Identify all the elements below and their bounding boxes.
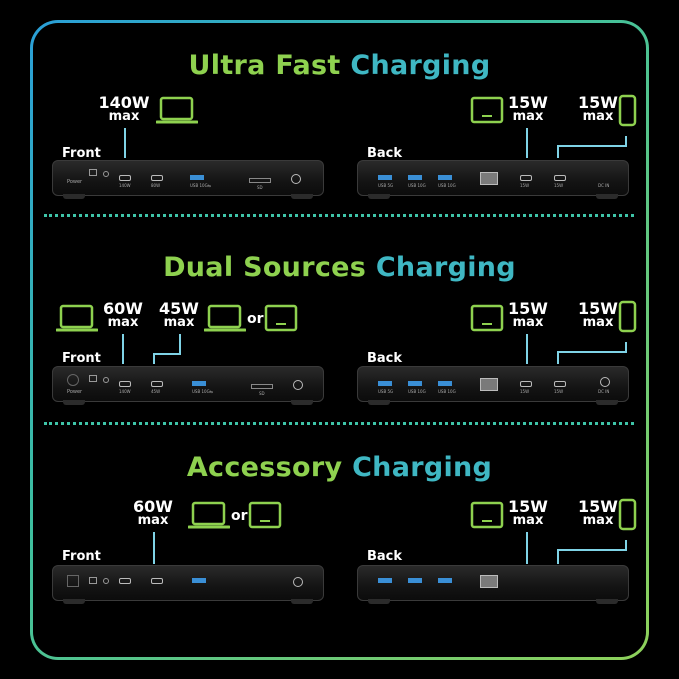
usb-c-port [119,578,131,584]
dock-front: Power 140W 45W USB 10G⇆ SD [52,366,324,405]
ethernet-port [480,575,498,588]
sd-slot [251,384,273,389]
dotted-divider [44,214,634,217]
back-label: Back [367,351,403,366]
power-button [67,374,79,386]
cable-line [557,540,627,564]
tablet-icon [470,501,504,529]
back-label: Back [367,549,403,564]
cable-line [526,128,528,158]
dock-back: USB 5G USB 10G USB 10G 15W 15W DC IN [357,160,629,199]
dc-in-port [600,377,610,387]
dock-back [357,565,629,604]
tablet-icon [264,304,298,332]
usb-a-port [408,381,422,386]
tablet-icon [248,501,282,529]
section-title-dual-sources: Dual Sources Charging [163,252,516,283]
usb-a-port [192,381,206,386]
usb-c-port [119,381,131,387]
dock-front: Power 140W 80W USB 10G⇆ SD [52,160,324,199]
usb-c-port [554,381,566,387]
section-title-accessory: Accessory Charging [186,452,493,483]
front-label: Front [62,146,101,161]
usb-a-port [438,381,452,386]
usb-a-port [378,175,392,180]
cable-line [526,532,528,564]
usb-c-port [520,175,532,181]
cable-line [153,532,155,564]
audio-jack [291,174,301,184]
usb-a-port [192,578,206,583]
thunderbolt-port [151,381,163,387]
dock-back: USB 5G USB 10G USB 10G 15W 15W DC IN [357,366,629,405]
dock-front [52,565,324,604]
audio-jack [293,380,303,390]
cable-line [526,334,528,364]
thunderbolt-port [151,578,163,584]
cable-line [557,342,627,364]
usb-a-port [408,175,422,180]
laptop-icon [56,304,98,332]
usb-c-port [520,381,532,387]
front-label: Front [62,351,101,366]
tablet-icon [470,96,504,124]
thunderbolt-port [151,175,163,181]
or-label: or [231,508,248,524]
laptop-icon [204,304,246,332]
title-bold: Ultra Fast [188,50,341,81]
phone-icon [618,94,637,127]
title-rest: Charging [350,50,491,81]
usb-c-port [119,175,131,181]
section-title-ultra-fast: Ultra Fast Charging [0,50,679,81]
cable-line [124,128,126,158]
usb-a-port [408,578,422,583]
usb-a-port [378,381,392,386]
laptop-icon [188,501,230,529]
usb-a-port [378,578,392,583]
or-label: or [247,311,264,327]
usb-c-port [554,175,566,181]
sd-slot [249,178,271,183]
outer-frame [30,20,649,660]
ethernet-port [480,172,498,185]
cable-line [557,136,627,158]
laptop-icon [156,96,198,124]
usb-a-port [438,578,452,583]
audio-jack [293,577,303,587]
phone-icon [618,498,637,531]
dotted-divider [44,422,634,425]
usb-a-port [190,175,204,180]
cable-line [153,334,181,364]
usb-a-port [438,175,452,180]
cable-line [122,334,124,364]
tablet-icon [470,304,504,332]
phone-icon [618,300,637,333]
back-label: Back [367,146,403,161]
power-button [67,575,79,587]
front-label: Front [62,549,101,564]
ethernet-port [480,378,498,391]
